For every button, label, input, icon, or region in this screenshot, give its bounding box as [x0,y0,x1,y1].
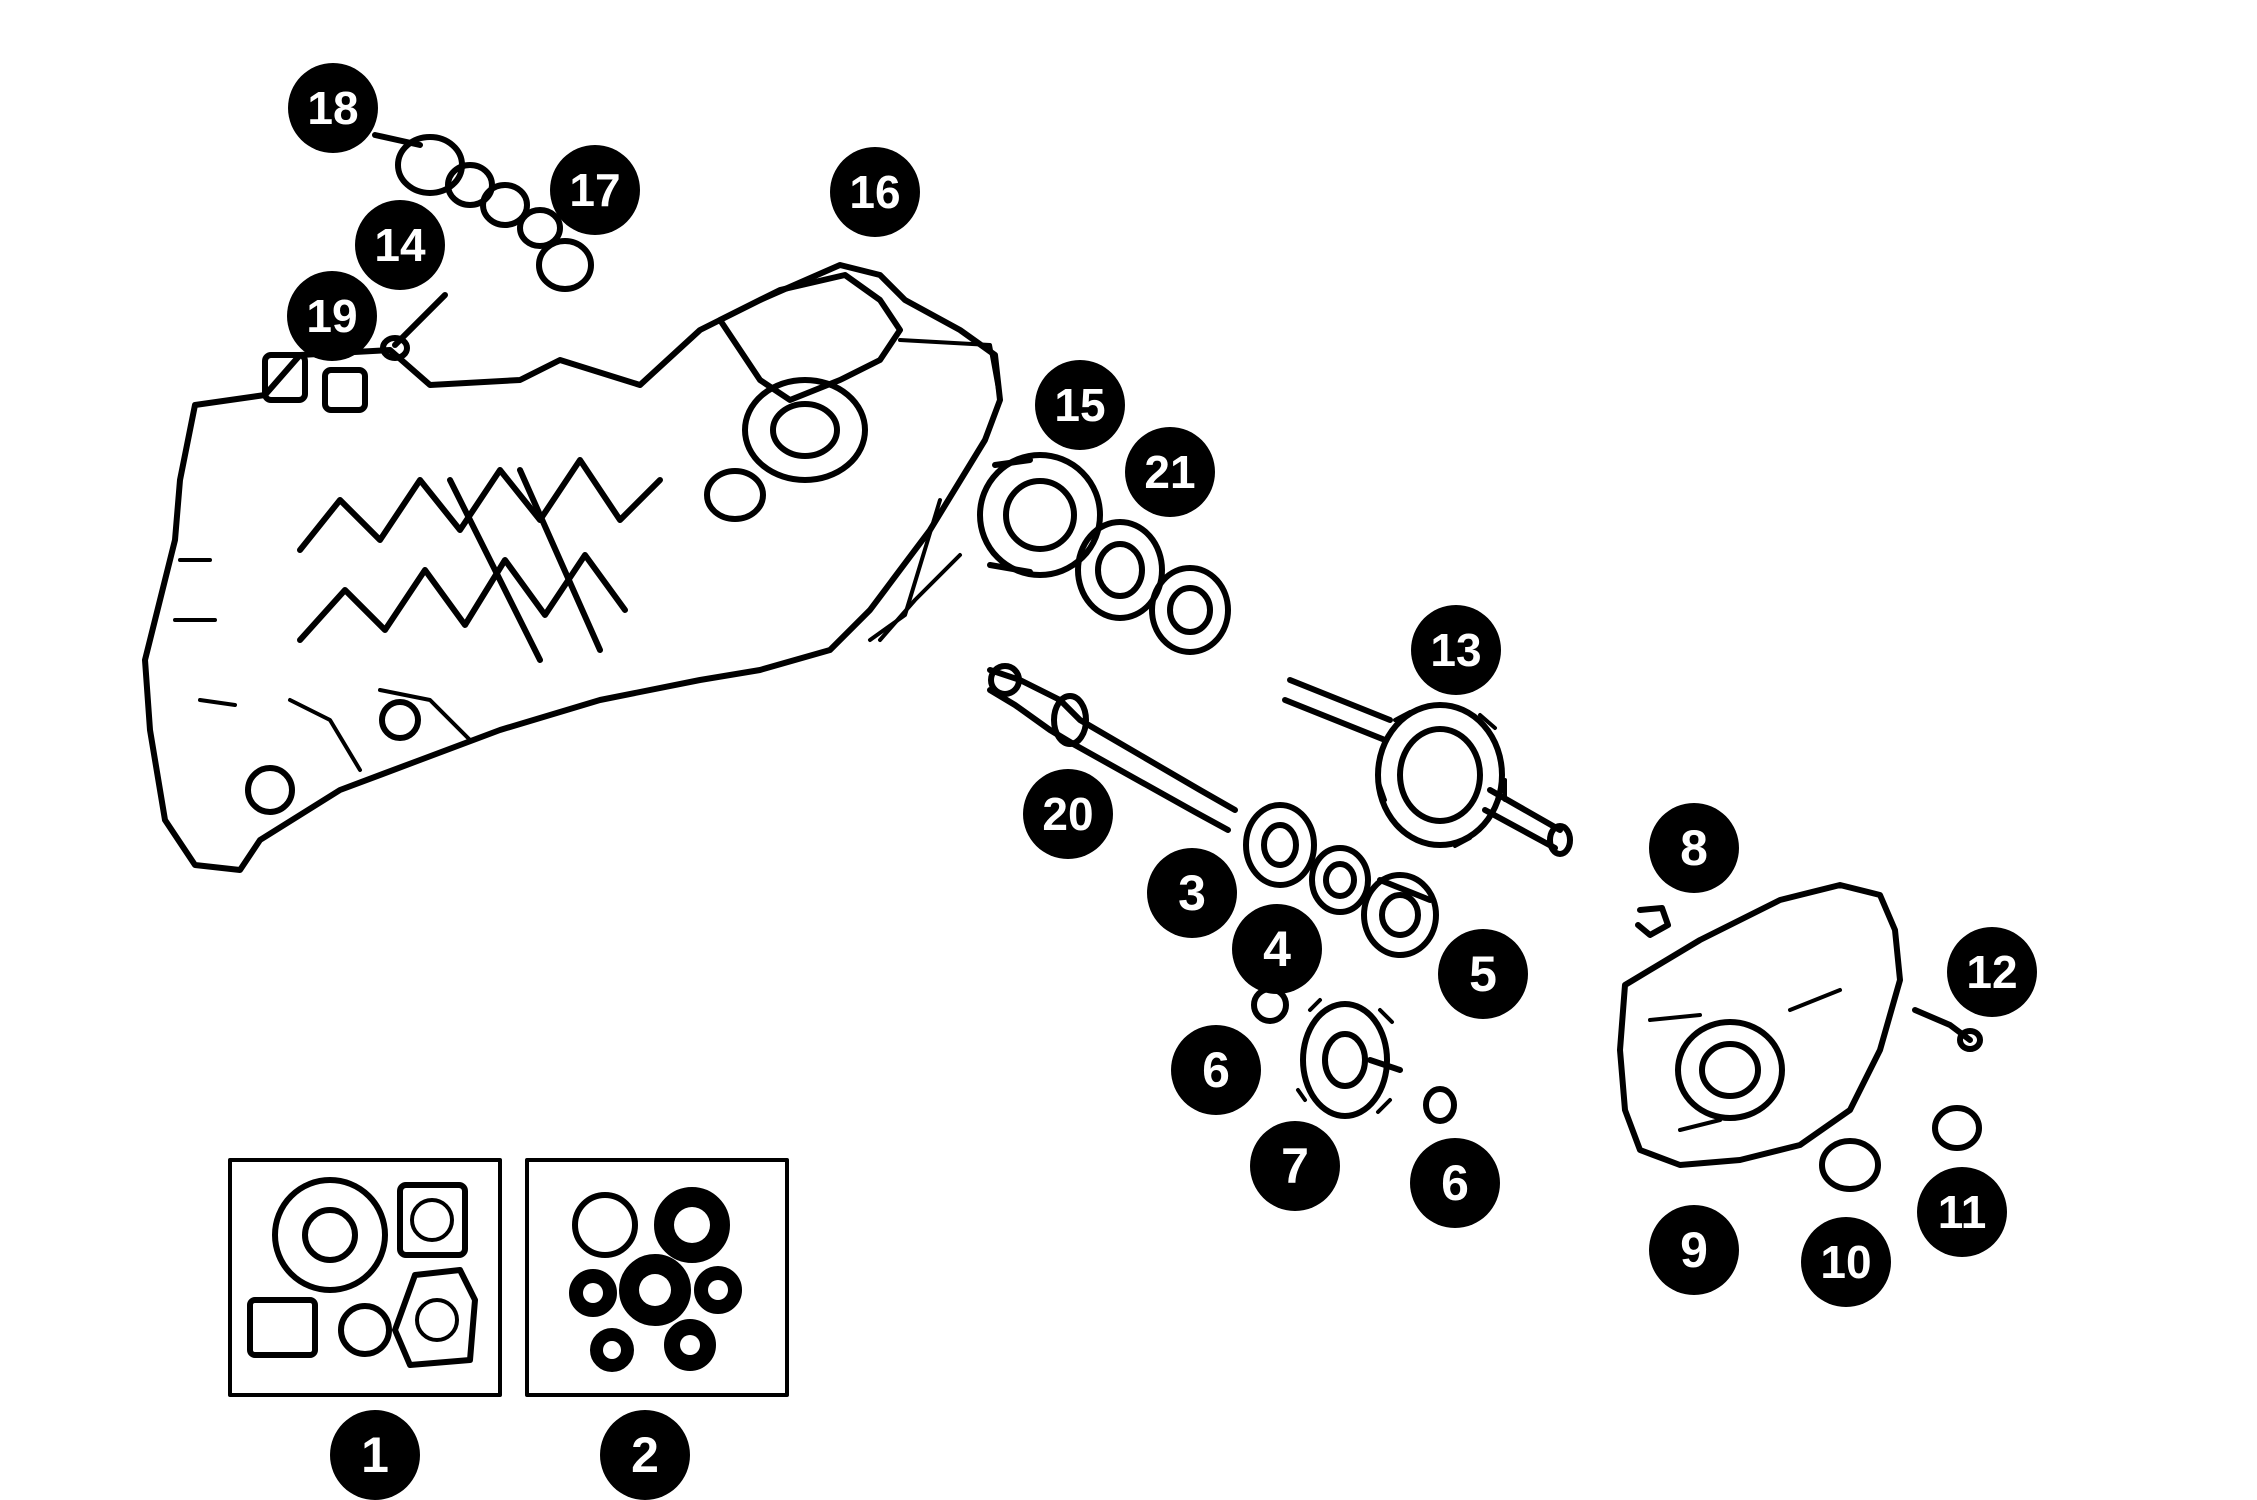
callout-16: 16 [830,147,920,237]
callout-8: 8 [1649,803,1739,893]
callout-16-label: 16 [849,166,900,218]
callout-12-label: 12 [1966,946,2017,998]
callout-4-label: 4 [1263,921,1291,977]
callout-14-label: 14 [374,219,426,271]
gear-washer-parts [1243,802,1457,1124]
callout-3: 3 [1147,848,1237,938]
callout-2: 2 [600,1410,690,1500]
callout-9-label: 9 [1680,1222,1708,1278]
callout-1: 1 [330,1410,420,1500]
callout-5-label: 5 [1469,946,1497,1002]
callout-19-label: 19 [306,290,357,342]
callout-6b-label: 6 [1441,1155,1469,1211]
screw-part [380,292,448,361]
callout-15-label: 15 [1054,379,1105,431]
callout-18: 18 [288,63,378,153]
callout-6a-label: 6 [1202,1042,1230,1098]
callout-6a: 6 [1171,1025,1261,1115]
callout-19: 19 [287,271,377,361]
oil-seal-kit-box [525,1158,789,1397]
callout-7-label: 7 [1281,1138,1309,1194]
callout-17-label: 17 [569,164,620,216]
callout-5: 5 [1438,929,1528,1019]
callout-15: 15 [1035,360,1125,450]
callout-1-label: 1 [361,1427,389,1483]
callout-10: 10 [1801,1217,1891,1307]
callout-6b: 6 [1410,1138,1500,1228]
callout-21-label: 21 [1144,446,1195,498]
callout-10-label: 10 [1820,1236,1871,1288]
callout-8-label: 8 [1680,820,1708,876]
callout-9: 9 [1649,1205,1739,1295]
callout-18-label: 18 [307,82,358,134]
callout-4: 4 [1232,904,1322,994]
callout-11-label: 11 [1938,1186,1987,1238]
callout-2-label: 2 [631,1427,659,1483]
callout-13-label: 13 [1430,624,1481,676]
callout-13: 13 [1411,605,1501,695]
callout-17: 17 [550,145,640,235]
callout-7: 7 [1250,1121,1340,1211]
gear-shaft-part [1282,677,1573,857]
callout-3-label: 3 [1178,865,1206,921]
kick-spring-parts [372,132,594,292]
callout-20-label: 20 [1042,788,1093,840]
callout-12: 12 [1947,927,2037,1017]
callout-20: 20 [1023,769,1113,859]
gasket-kit-box [228,1158,502,1397]
crankcase-drawing [142,262,1003,873]
callout-11: 11 [1917,1167,2007,1257]
callout-21: 21 [1125,427,1215,517]
cover-and-small-parts [1617,882,1983,1192]
bearing-and-seal-parts [977,452,1231,655]
callout-14: 14 [355,200,445,290]
gasket-line [878,553,962,642]
drive-shaft-part [987,663,1238,833]
